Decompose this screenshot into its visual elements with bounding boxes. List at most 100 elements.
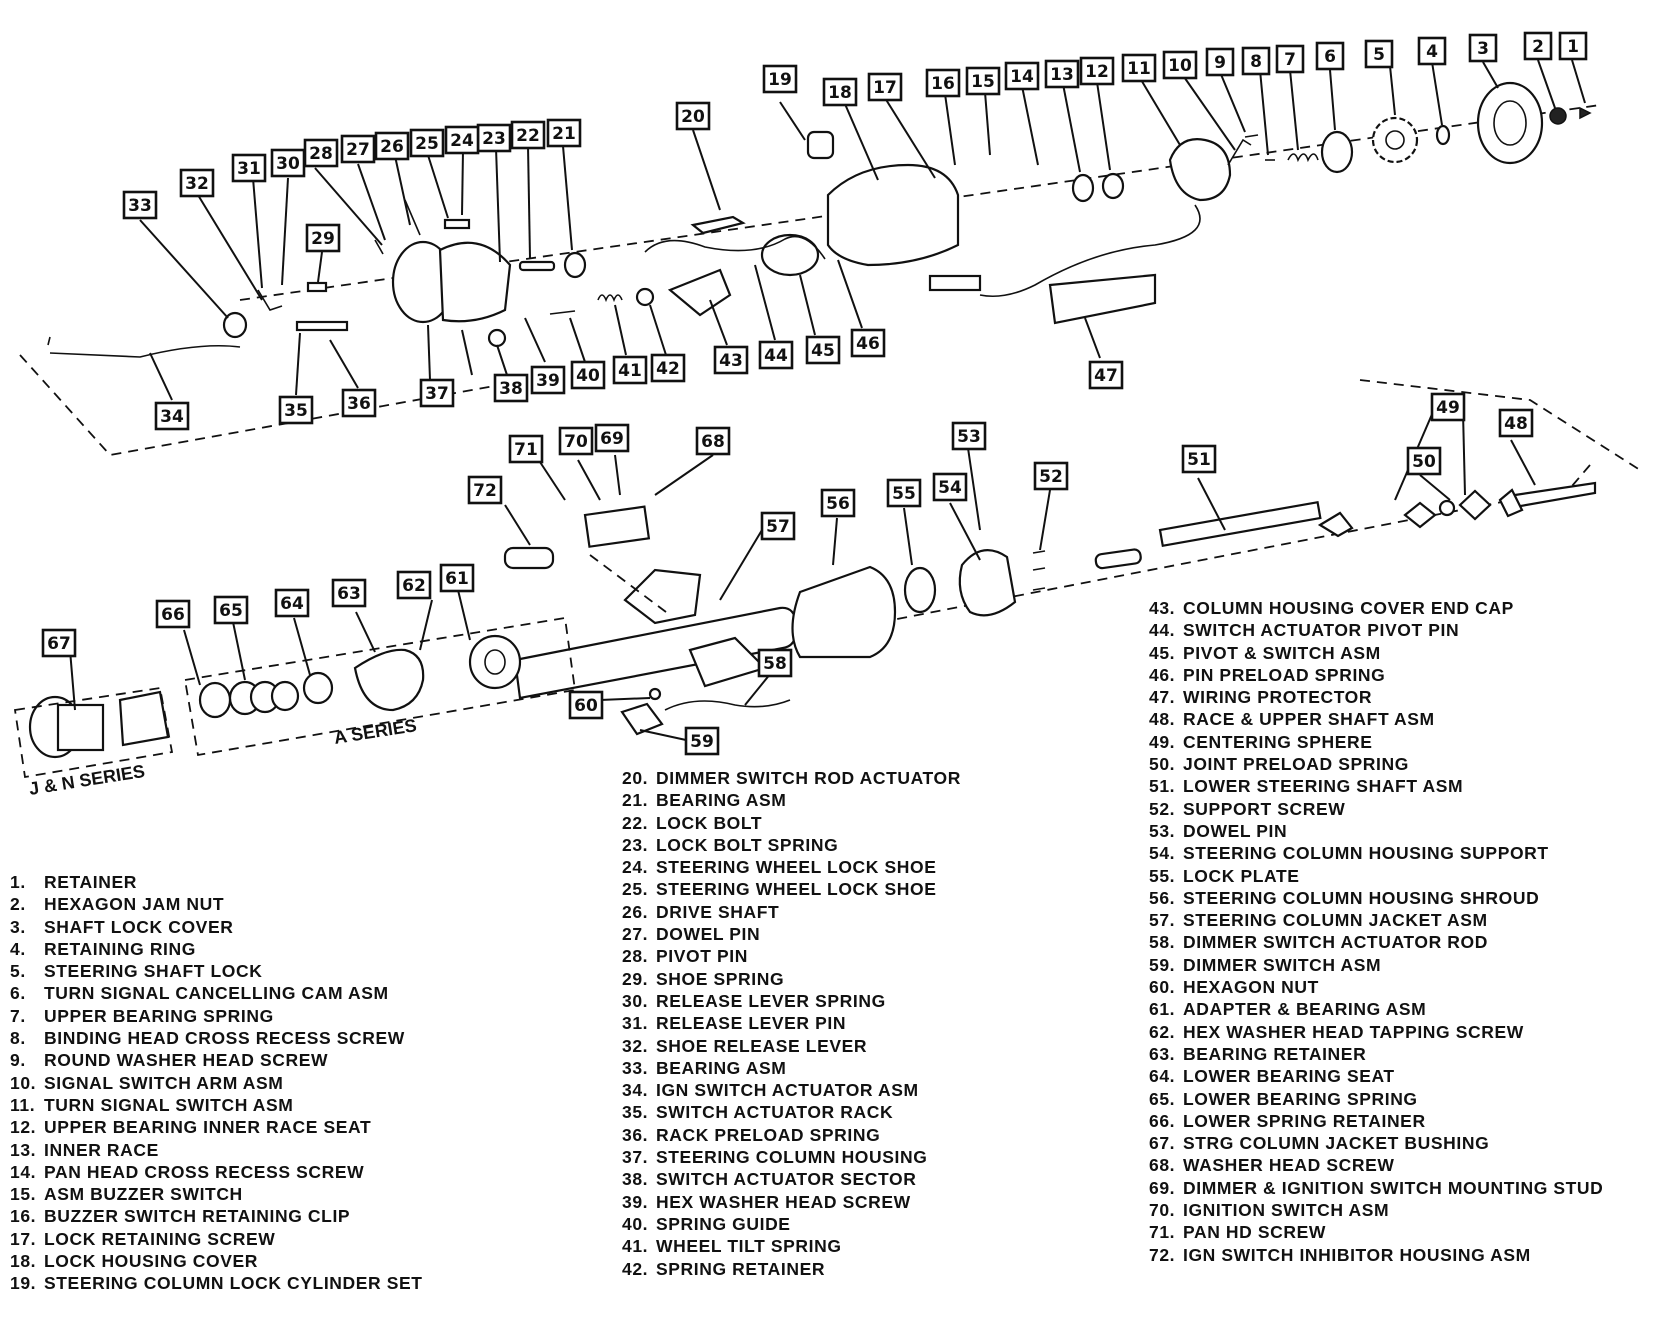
adapter-bearing-part — [468, 634, 522, 690]
svg-text:48: 48 — [1504, 414, 1528, 434]
svg-text:11: 11 — [1127, 59, 1151, 79]
legend-item-number: 13. — [10, 1139, 37, 1160]
lower-spring-retainer-part — [198, 681, 232, 719]
jn-series-box — [13, 686, 174, 779]
svg-text:54: 54 — [938, 478, 962, 498]
spring-retainer-part — [635, 287, 655, 307]
legend-item: 16.BUZZER SWITCH RETAINING CLIP — [10, 1205, 423, 1227]
legend-item: 30.RELEASE LEVER SPRING — [622, 990, 961, 1012]
legend-item: 37.STEERING COLUMN HOUSING — [622, 1146, 961, 1168]
legend-item-label: BEARING ASM — [656, 790, 787, 811]
legend-item: 3.SHAFT LOCK COVER — [10, 916, 423, 938]
callout-6: 6 — [1315, 41, 1345, 71]
legend-item: 61.ADAPTER & BEARING ASM — [1149, 998, 1603, 1020]
legend-item-number: 25. — [622, 879, 649, 900]
centering-sphere-a — [1403, 501, 1437, 529]
callout-60: 60 — [568, 690, 604, 720]
legend-item: 51.LOWER STEERING SHAFT ASM — [1149, 775, 1603, 797]
callout-38: 38 — [493, 373, 529, 403]
legend-item-label: SWITCH ACTUATOR RACK — [656, 1102, 894, 1123]
legend-item-number: 18. — [10, 1251, 37, 1272]
legend-item-number: 56. — [1149, 887, 1176, 908]
svg-text:51: 51 — [1187, 450, 1211, 470]
legend-item-number: 20. — [622, 768, 649, 788]
legend-item: 38.SWITCH ACTUATOR SECTOR — [622, 1168, 961, 1190]
legend-item-number: 45. — [1149, 642, 1176, 663]
bearing-asm-part — [563, 251, 587, 279]
legend-item-label: RELEASE LEVER PIN — [656, 1013, 847, 1034]
support-screw-c — [1032, 587, 1046, 591]
legend-item-number: 9. — [10, 1050, 26, 1071]
legend-item: 20.DIMMER SWITCH ROD ACTUATOR — [622, 767, 961, 789]
svg-text:39: 39 — [536, 371, 560, 391]
dimmer-rod-actuator-part — [690, 215, 746, 235]
hex-nut-part — [648, 687, 662, 701]
shaft-lock-cover-part — [1476, 81, 1544, 165]
svg-text:66: 66 — [161, 605, 185, 625]
legend-item: 57.STEERING COLUMN JACKET ASM — [1149, 909, 1603, 931]
callout-14: 14 — [1004, 61, 1040, 91]
callout-27: 27 — [340, 134, 376, 164]
legend-item: 68.WASHER HEAD SCREW — [1149, 1154, 1603, 1176]
legend-item: 59.DIMMER SWITCH ASM — [1149, 954, 1603, 976]
legend-item-label: DIMMER SWITCH ACTUATOR ROD — [1183, 932, 1488, 953]
legend-item-number: 46. — [1149, 664, 1176, 685]
lock-plate-part — [903, 566, 937, 614]
callout-47: 47 — [1088, 360, 1124, 390]
legend-item: 10.SIGNAL SWITCH ARM ASM — [10, 1072, 423, 1094]
legend-item-number: 36. — [622, 1124, 649, 1145]
legend-item-label: SWITCH ACTUATOR SECTOR — [656, 1169, 917, 1190]
legend-item-label: JOINT PRELOAD SPRING — [1183, 754, 1409, 775]
upper-shaft-yoke — [1498, 488, 1524, 518]
legend-item-number: 52. — [1149, 798, 1176, 819]
lock-bolt-part — [518, 260, 556, 272]
steering-column-housing-body — [438, 241, 512, 323]
shoe-spring-part — [306, 281, 328, 293]
callout-2: 2 — [1523, 31, 1553, 61]
legend-item: 50.JOINT PRELOAD SPRING — [1149, 753, 1603, 775]
legend-item-label: WIRING PROTECTOR — [1183, 687, 1373, 708]
svg-text:41: 41 — [618, 361, 642, 381]
wheel-tilt-spring-part — [597, 294, 623, 303]
inner-race-part — [1071, 173, 1095, 203]
a-series-label: A SERIES — [332, 715, 417, 748]
legend-item-number: 22. — [622, 812, 649, 833]
callout-32: 32 — [179, 168, 215, 198]
svg-text:42: 42 — [656, 359, 680, 379]
callout-36: 36 — [341, 388, 377, 418]
legend-item-number: 47. — [1149, 687, 1176, 708]
svg-text:12: 12 — [1085, 62, 1109, 82]
callout-10: 10 — [1162, 50, 1198, 80]
pivot-switch-part — [760, 233, 820, 277]
legend-item: 23.LOCK BOLT SPRING — [622, 834, 961, 856]
legend-item-number: 27. — [622, 924, 649, 945]
legend-item-label: WHEEL TILT SPRING — [656, 1236, 842, 1257]
legend-item-number: 43. — [1149, 598, 1176, 618]
svg-text:16: 16 — [931, 74, 955, 94]
upper-shaft-part — [1513, 481, 1597, 509]
legend-item-label: SIGNAL SWITCH ARM ASM — [44, 1072, 284, 1093]
callout-62: 62 — [396, 570, 432, 600]
switch-actuator-rack-part — [295, 320, 349, 332]
callout-19: 19 — [762, 64, 798, 94]
callout-18: 18 — [822, 77, 858, 107]
svg-text:59: 59 — [690, 732, 714, 752]
legend-item-number: 23. — [622, 834, 649, 855]
callout-35: 35 — [278, 395, 314, 425]
legend-item-number: 44. — [1149, 620, 1176, 641]
legend-item-number: 53. — [1149, 820, 1176, 841]
wiring-connector-part — [928, 274, 982, 292]
legend-item-number: 66. — [1149, 1110, 1176, 1131]
legend-item: 8.BINDING HEAD CROSS RECESS SCREW — [10, 1027, 423, 1049]
svg-text:68: 68 — [701, 432, 725, 452]
svg-text:34: 34 — [160, 407, 184, 427]
support-screw-b — [1032, 567, 1046, 571]
svg-text:31: 31 — [237, 159, 261, 179]
callout-25: 25 — [409, 128, 445, 158]
legend-item-number: 51. — [1149, 776, 1176, 797]
legend-item-number: 63. — [1149, 1043, 1176, 1064]
legend-item: 6.TURN SIGNAL CANCELLING CAM ASM — [10, 982, 423, 1004]
svg-text:35: 35 — [284, 401, 308, 421]
legend-item-number: 30. — [622, 990, 649, 1011]
legend-item: 34.IGN SWITCH ACTUATOR ASM — [622, 1079, 961, 1101]
